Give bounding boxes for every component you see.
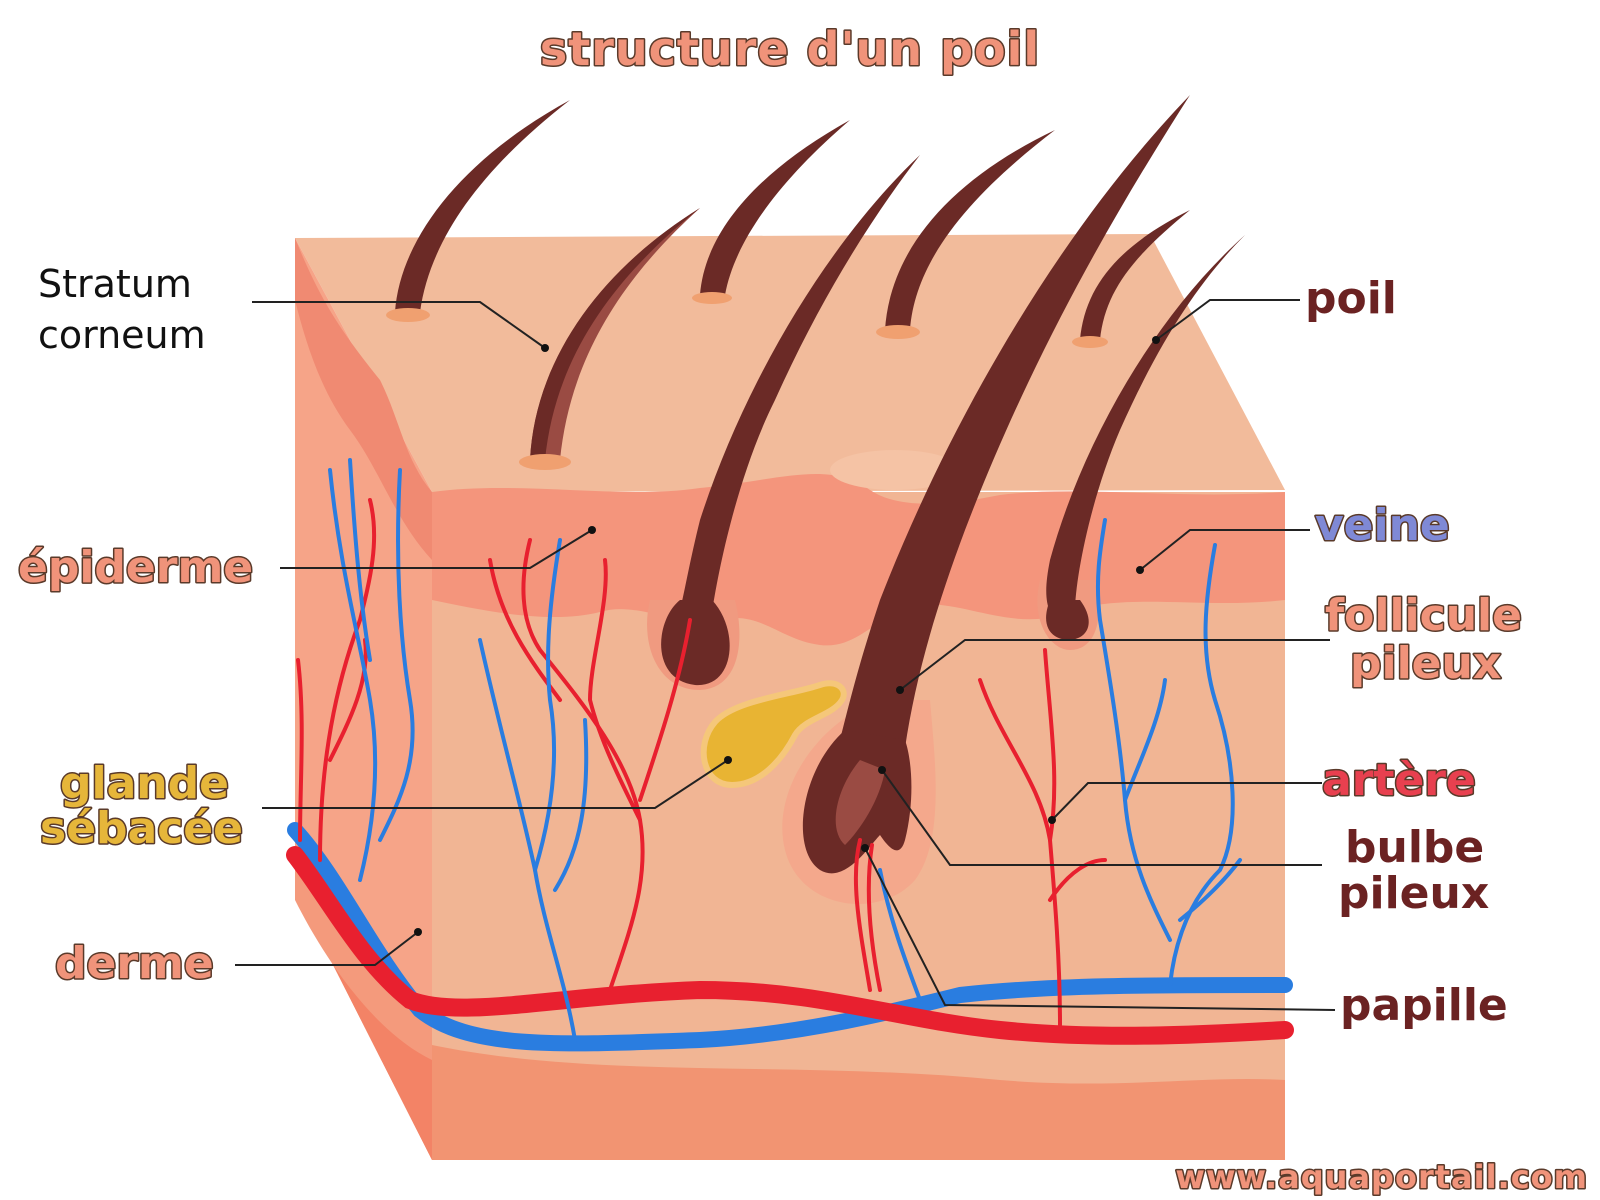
- label-stratum-line2: corneum: [38, 313, 206, 357]
- skin-bump: [830, 450, 960, 490]
- leader-bulbe: [881, 769, 1322, 866]
- leader-dot: [1048, 816, 1056, 824]
- hair-follicle-opening: [876, 325, 920, 339]
- leader-dot: [896, 686, 904, 694]
- label-glande-line2: sébacée: [40, 803, 243, 854]
- leader-lines: [235, 299, 1336, 1011]
- leader-dot: [861, 844, 869, 852]
- hair-bulb: [661, 600, 730, 686]
- capillary: [1048, 858, 1107, 902]
- label-poil: poil: [1305, 273, 1397, 324]
- capillary: [1168, 543, 1235, 987]
- leader-dot: [1152, 336, 1160, 344]
- label-follicule-line1: follicule: [1325, 590, 1522, 641]
- label-veine: veine: [1315, 500, 1450, 551]
- leader-glande: [262, 759, 729, 809]
- capillary: [853, 838, 872, 992]
- leader-dot: [724, 756, 732, 764]
- label-epiderme: épiderme: [18, 542, 253, 593]
- hair-shaft-long: [680, 155, 920, 612]
- blood-vessels: [286, 458, 1294, 1052]
- leader-dot: [414, 928, 422, 936]
- capillary: [318, 498, 377, 862]
- capillary: [328, 638, 368, 762]
- label-glande-line1: glande: [60, 758, 229, 809]
- leader-veine: [1139, 529, 1310, 571]
- label-artere: artère: [1322, 755, 1476, 806]
- leader-dot: [878, 766, 886, 774]
- hair-shaft: [700, 120, 850, 295]
- leader-epiderme: [280, 529, 593, 569]
- leader-artere: [1051, 782, 1322, 821]
- watermark: www.aquaportail.com: [1175, 1158, 1588, 1196]
- capillary: [1095, 518, 1172, 942]
- leader-dot: [1136, 566, 1144, 574]
- capillaries-blue: [328, 458, 1242, 1042]
- label-papille: papille: [1340, 980, 1508, 1031]
- leader-stratum: [252, 301, 546, 349]
- capillary: [533, 538, 562, 872]
- hair-follicle-opening: [692, 292, 732, 304]
- leader-dot: [588, 526, 596, 534]
- leader-follicule: [899, 639, 1330, 691]
- main-artery: [286, 846, 1294, 1045]
- sebaceous-gland: [700, 680, 847, 789]
- capillary: [866, 843, 882, 992]
- hair-shaft: [395, 100, 570, 312]
- labels: structure d'un poil Stratum corneum poil…: [17, 21, 1589, 1198]
- hair-bulb-highlight: [835, 760, 885, 845]
- leader-dot: [541, 344, 549, 352]
- capillary: [378, 468, 415, 842]
- hair-follicle-opening: [1072, 336, 1108, 348]
- hair-shaft-main: [840, 95, 1190, 748]
- capillary: [296, 658, 304, 842]
- hair-shaft: [885, 130, 1055, 330]
- capillary: [553, 718, 589, 892]
- label-bulbe-line1: bulbe: [1345, 822, 1484, 873]
- capillary: [521, 538, 645, 992]
- hair-shaft: [1080, 210, 1190, 340]
- leader-poil: [1155, 299, 1300, 341]
- hair-follicle-opening: [519, 454, 571, 470]
- label-stratum-line1: Stratum: [38, 262, 192, 306]
- capillary: [587, 558, 642, 822]
- label-follicule-line2: pileux: [1350, 638, 1501, 689]
- leader-derme: [235, 931, 419, 966]
- capillary: [638, 618, 692, 802]
- capillary: [1123, 678, 1167, 802]
- diagram-title: structure d'un poil: [540, 22, 1040, 76]
- hypodermis-band: [432, 1045, 1285, 1160]
- hair-shaft-edge: [530, 208, 700, 460]
- capillary: [328, 468, 378, 882]
- label-derme: derme: [55, 938, 214, 989]
- leader-papille: [864, 847, 1336, 1011]
- label-bulbe-line2: pileux: [1338, 868, 1489, 919]
- hairs: [386, 95, 1245, 874]
- hair-shaft-long: [1046, 235, 1245, 612]
- hair-bulb: [1046, 600, 1089, 640]
- hair-follicle-opening: [386, 308, 430, 322]
